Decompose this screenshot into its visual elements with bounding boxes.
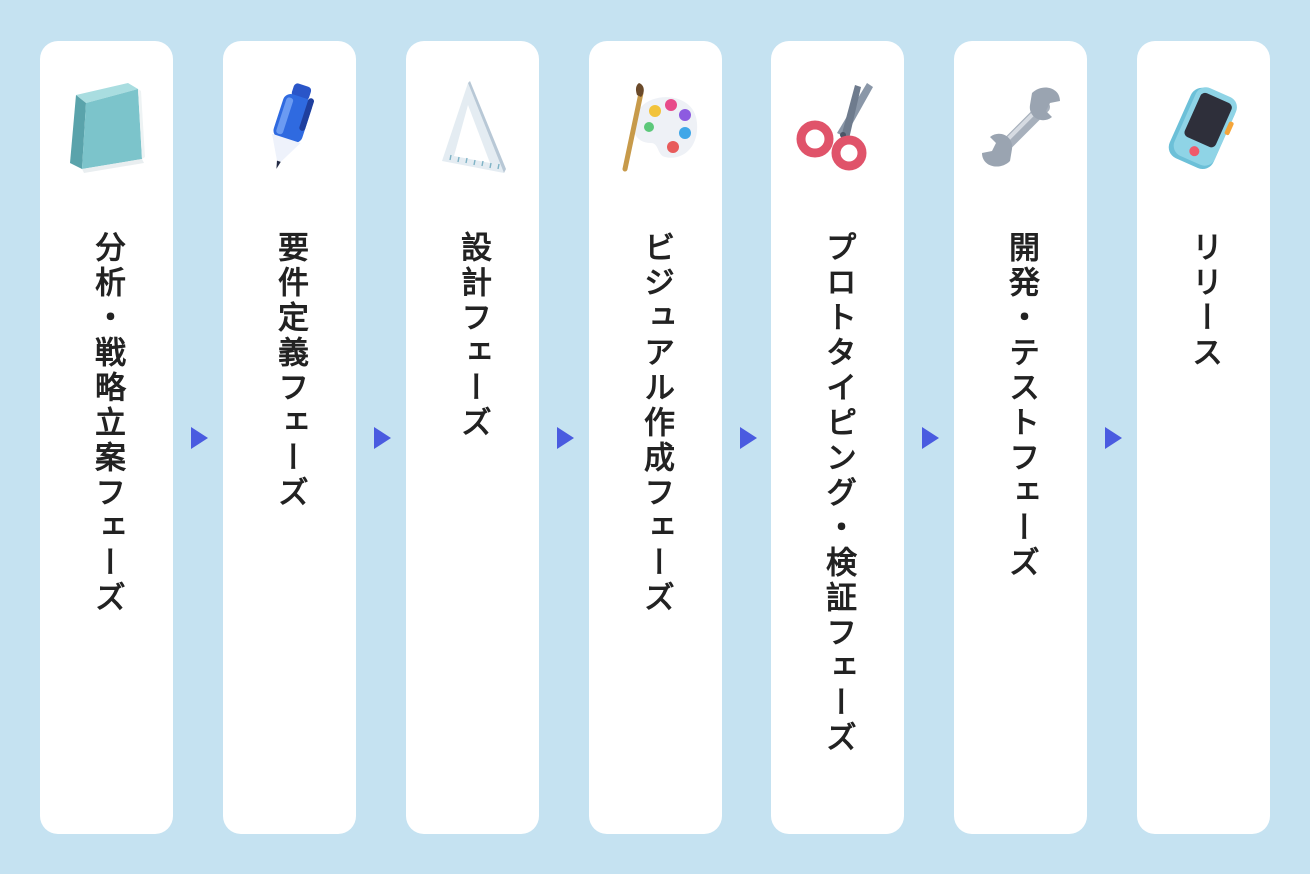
book-icon <box>62 77 152 177</box>
arrow-right-icon <box>922 427 939 449</box>
phase-card-release: リリース <box>1137 41 1270 834</box>
arrow-right-icon <box>740 427 757 449</box>
phase-card-development: 開発・テストフェーズ <box>954 41 1087 834</box>
arrow-right-icon <box>1105 427 1122 449</box>
phase-label: ビジュアル作成フェーズ <box>638 231 674 616</box>
scissors-icon <box>793 77 883 177</box>
phase-label: リリース <box>1186 231 1222 371</box>
phase-card-design: 設計フェーズ <box>406 41 539 834</box>
wrench-icon <box>976 77 1066 177</box>
arrow-right-icon <box>191 427 208 449</box>
arrow-right-icon <box>374 427 391 449</box>
pen-icon <box>245 77 335 177</box>
phase-label: プロトタイピング・検証フェーズ <box>820 231 856 756</box>
phase-card-requirements: 要件定義フェーズ <box>223 41 356 834</box>
phase-label: 要件定義フェーズ <box>272 231 308 511</box>
smartphone-icon <box>1159 77 1249 177</box>
phase-card-visual: ビジュアル作成フェーズ <box>589 41 722 834</box>
phase-label: 分析・戦略立案フェーズ <box>89 231 125 616</box>
phase-label: 設計フェーズ <box>455 231 491 441</box>
phase-label: 開発・テストフェーズ <box>1003 231 1039 581</box>
triangle-ruler-icon <box>428 77 518 177</box>
phase-card-prototyping: プロトタイピング・検証フェーズ <box>771 41 904 834</box>
phase-card-analysis: 分析・戦略立案フェーズ <box>40 41 173 834</box>
arrow-right-icon <box>557 427 574 449</box>
paint-palette-icon <box>611 77 701 177</box>
